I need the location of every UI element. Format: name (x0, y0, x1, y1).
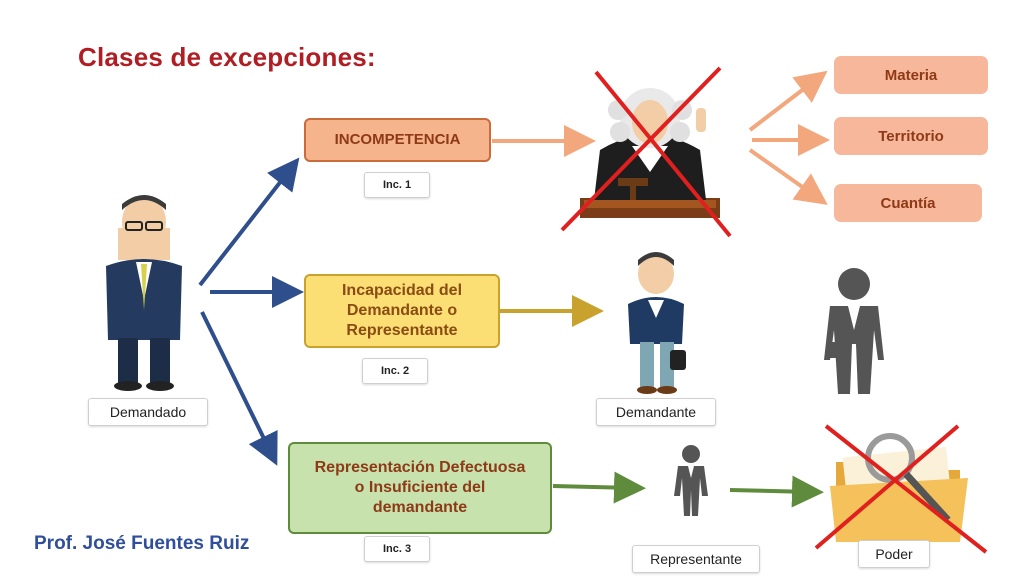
plaintiff-person-icon (628, 252, 686, 394)
label-poder: Poder (858, 540, 930, 568)
factor-territorio: Territorio (834, 117, 988, 155)
box-incapacidad: Incapacidad del Demandante o Representan… (304, 274, 500, 348)
tag-inc-2: Inc. 2 (362, 358, 428, 384)
factor-cuantia: Cuantía (834, 184, 982, 222)
arrow-to-incompetencia (198, 157, 300, 287)
defendant-person-icon (106, 195, 182, 391)
representative-silhouette-icon (824, 268, 884, 394)
representative-small-icon (674, 445, 708, 516)
box-representacion: Representación Defectuosa o Insuficiente… (288, 442, 552, 534)
arrow-to-representante (552, 471, 646, 504)
arrow-to-materia (748, 70, 828, 132)
tag-inc-1: Inc. 1 (364, 172, 430, 198)
arrow-to-representacion (200, 311, 278, 466)
factor-materia: Materia (834, 56, 988, 94)
label-representante: Representante (632, 545, 760, 573)
power-of-attorney-folder-icon (830, 433, 968, 542)
label-demandante: Demandante (596, 398, 716, 426)
label-demandado: Demandado (88, 398, 208, 426)
arrow-to-cuantia (748, 148, 828, 205)
tag-inc-3: Inc. 3 (364, 536, 430, 562)
folder-red-cross-icon (814, 424, 988, 554)
slide-title: Clases de excepciones: (78, 42, 376, 72)
arrow-to-poder (729, 475, 824, 508)
judge-icon (580, 88, 720, 218)
box-incompetencia: INCOMPETENCIA (304, 118, 491, 162)
judge-red-cross-icon (560, 66, 732, 238)
author-credit: Prof. José Fuentes Ruiz (34, 533, 250, 554)
